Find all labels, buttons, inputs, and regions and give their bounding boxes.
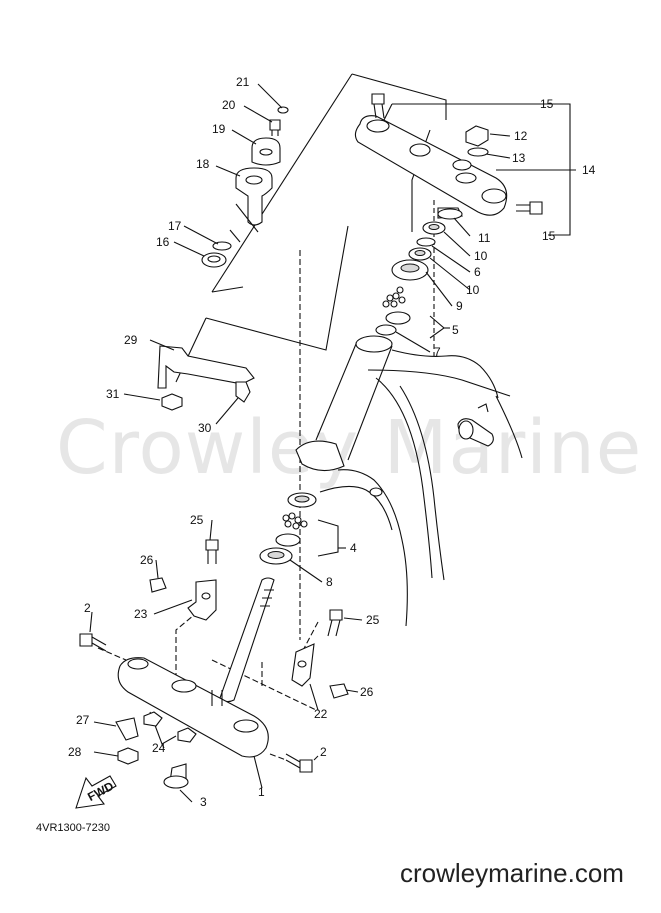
callout-25-top: 25 <box>190 513 204 527</box>
callout-30: 30 <box>198 421 212 435</box>
callout-5: 5 <box>452 323 459 337</box>
callout-13: 13 <box>512 151 526 165</box>
callout-27: 27 <box>76 713 90 727</box>
callout-2-right: 2 <box>320 745 327 759</box>
callout-11: 11 <box>478 231 491 245</box>
callout-14: 14 <box>582 163 596 177</box>
callout-17: 17 <box>168 219 182 233</box>
callout-26-top: 26 <box>140 553 154 567</box>
callout-28: 28 <box>68 745 82 759</box>
callout-1: 1 <box>258 785 265 799</box>
bearing-stack <box>375 207 463 336</box>
callout-21: 21 <box>236 75 250 89</box>
callout-19: 19 <box>212 122 226 136</box>
callout-2-left: 2 <box>84 601 91 615</box>
callout-6: 6 <box>474 265 481 279</box>
callout-3: 3 <box>200 795 207 809</box>
handlebar-holder-group <box>201 106 289 268</box>
callout-18: 18 <box>196 157 210 171</box>
callout-9: 9 <box>456 299 463 313</box>
watermark-text: Crowley Marine <box>56 405 643 491</box>
callout-29: 29 <box>124 333 138 347</box>
callout-10-bottom: 10 <box>466 283 480 297</box>
callout-22: 22 <box>314 707 328 721</box>
callout-10-top: 10 <box>474 249 488 263</box>
part-code: 4VR1300-7230 <box>36 822 111 834</box>
guide-lines <box>97 73 576 761</box>
callout-labels: 21 20 19 18 17 16 15 12 13 14 15 11 10 6… <box>68 75 596 809</box>
callout-15-bottom: 15 <box>542 229 556 243</box>
callout-16: 16 <box>156 235 170 249</box>
lower-bearing <box>259 492 317 565</box>
callout-24: 24 <box>152 741 166 755</box>
callout-4: 4 <box>350 541 357 555</box>
callout-8: 8 <box>326 575 333 589</box>
callout-31: 31 <box>106 387 120 401</box>
leader-lines <box>89 83 511 803</box>
callout-23: 23 <box>134 607 148 621</box>
callout-12: 12 <box>514 129 528 143</box>
fwd-arrow: FWD <box>75 775 117 809</box>
upper-bracket <box>354 93 543 216</box>
brackets-small-parts <box>115 345 349 765</box>
callout-25-bottom: 25 <box>366 613 380 627</box>
callout-7: 7 <box>434 345 441 359</box>
callout-15-top: 15 <box>540 97 554 111</box>
callout-26-bottom: 26 <box>360 685 374 699</box>
callout-20: 20 <box>222 98 236 112</box>
site-url: crowleymarine.com <box>400 858 624 888</box>
frame-head-pipe <box>295 335 523 627</box>
steering-shaft <box>79 577 313 789</box>
